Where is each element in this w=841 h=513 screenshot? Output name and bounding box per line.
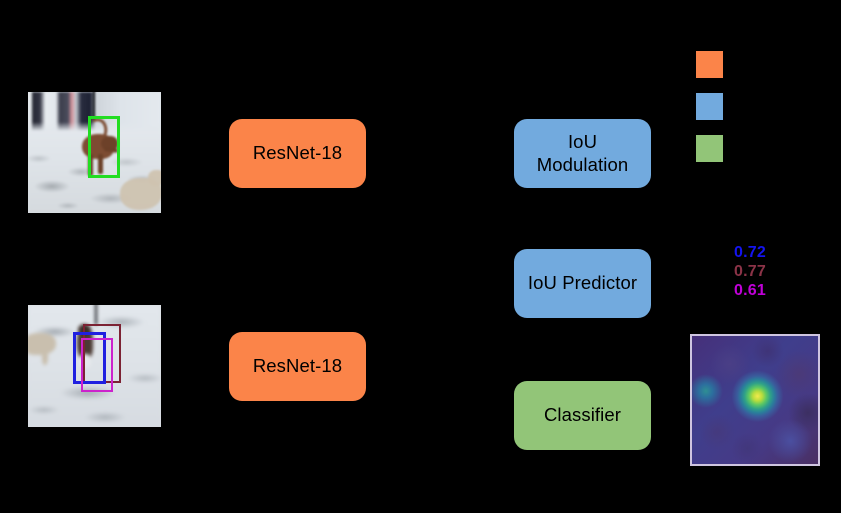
classifier-confidence-map: [690, 334, 820, 466]
leash-line: [93, 92, 95, 120]
iou-score-blue: 0.72: [734, 244, 766, 261]
leash-line-2: [95, 305, 97, 325]
legend-swatch-green: [696, 135, 723, 162]
reference-frame-content: [28, 92, 161, 213]
dog-hind-leg: [98, 154, 103, 174]
block-iou-predictor[interactable]: IoU Predictor: [514, 249, 651, 318]
reference-frame-image: [28, 92, 161, 213]
target-dog-legs: [80, 354, 91, 368]
iou-score-maroon: 0.77: [734, 263, 766, 280]
block-iou-modulation[interactable]: IoU Modulation: [514, 119, 651, 188]
background-dog-head: [148, 170, 161, 186]
legend-swatch-orange: [696, 51, 723, 78]
block-resnet18-reference[interactable]: ResNet-18: [229, 119, 366, 188]
iou-score-magenta: 0.61: [734, 282, 766, 299]
legend-swatch-blue: [696, 93, 723, 120]
block-resnet18-test[interactable]: ResNet-18: [229, 332, 366, 401]
block-classifier[interactable]: Classifier: [514, 381, 651, 450]
test-frame-image: [28, 305, 161, 427]
candidate-box-magenta: [81, 338, 113, 392]
background-dog-2: [28, 333, 56, 355]
background-dog-2-leg: [42, 349, 48, 365]
ground-truth-box: [88, 116, 120, 178]
candidate-box-blue: [73, 332, 106, 384]
